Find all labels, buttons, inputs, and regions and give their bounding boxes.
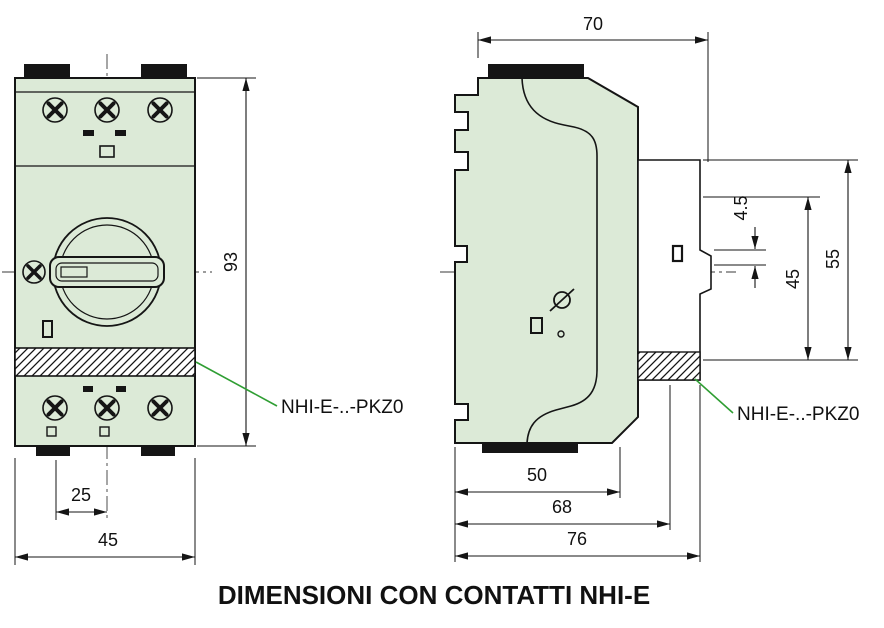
- dim-label-base-depth: 50: [527, 465, 547, 485]
- dim-label-latch: 4.5: [731, 195, 751, 220]
- terminal-screw-icon: [147, 395, 173, 421]
- side-terminal-slot: [671, 244, 684, 263]
- side-bottom-tab: [482, 443, 578, 453]
- front-bottom-square-mid: [99, 426, 110, 437]
- front-contact-label: NHI-E-..-PKZ0: [281, 397, 403, 418]
- side-view: [440, 64, 736, 453]
- side-contact-label: NHI-E-..-PKZ0: [737, 404, 859, 425]
- terminal-screw-icon: [147, 97, 173, 123]
- drawing-title: DIMENSIONI CON CONTATTI NHI-E: [218, 580, 650, 610]
- front-top-tab-right: [141, 64, 187, 78]
- front-indicator-slot: [42, 320, 53, 338]
- front-bottom-tab-right: [141, 446, 175, 456]
- front-bottom-slot-left: [83, 386, 93, 392]
- front-window: [99, 145, 115, 158]
- front-slot-right: [115, 130, 126, 136]
- dim-label-height: 93: [221, 252, 241, 272]
- leader-line-front-contact: [195, 361, 278, 407]
- slotted-screw-icon: [549, 288, 575, 312]
- front-bottom-slot-right: [116, 386, 126, 392]
- knob-handle-inner: [55, 262, 159, 282]
- side-test-dot: [557, 330, 565, 338]
- knob-handle: [49, 256, 165, 288]
- side-inner-contour: [521, 77, 598, 444]
- front-bottom-square-left: [46, 426, 57, 437]
- front-slot-left: [83, 130, 94, 136]
- knob-handle-grip: [60, 266, 88, 278]
- leader-line-side-contact: [694, 378, 734, 414]
- side-contact-strip-hatched: [637, 351, 701, 381]
- side-screw-icon: [22, 260, 46, 284]
- side-indicator-slot: [530, 317, 543, 334]
- front-contact-strip-hatched: [14, 347, 196, 377]
- side-contact-block: [637, 159, 712, 381]
- side-view-dimensions: 70 4.5 45 55 50 68 76 NHI-E-..-PKZ0: [454, 14, 859, 562]
- terminal-screw-icon: [94, 395, 120, 421]
- side-body: [454, 77, 639, 444]
- front-top-tab-left: [24, 64, 70, 78]
- side-top-tab: [488, 64, 584, 78]
- terminal-screw-icon: [94, 97, 120, 123]
- dim-label-mount-offset: 25: [71, 485, 91, 505]
- dim-label-depth: 70: [583, 14, 603, 34]
- terminal-screw-icon: [42, 97, 68, 123]
- dim-label-contact-height: 45: [783, 269, 803, 289]
- dim-label-total-depth: 76: [567, 529, 587, 549]
- front-view-dimensions: 93 25 45 NHI-E-..-PKZ0: [14, 77, 403, 565]
- front-bottom-tab-left: [36, 446, 70, 456]
- dim-label-width: 45: [98, 530, 118, 550]
- terminal-screw-icon: [42, 395, 68, 421]
- dim-label-flange-height: 55: [823, 249, 843, 269]
- front-view: [2, 54, 212, 520]
- dim-label-mid-depth: 68: [552, 497, 572, 517]
